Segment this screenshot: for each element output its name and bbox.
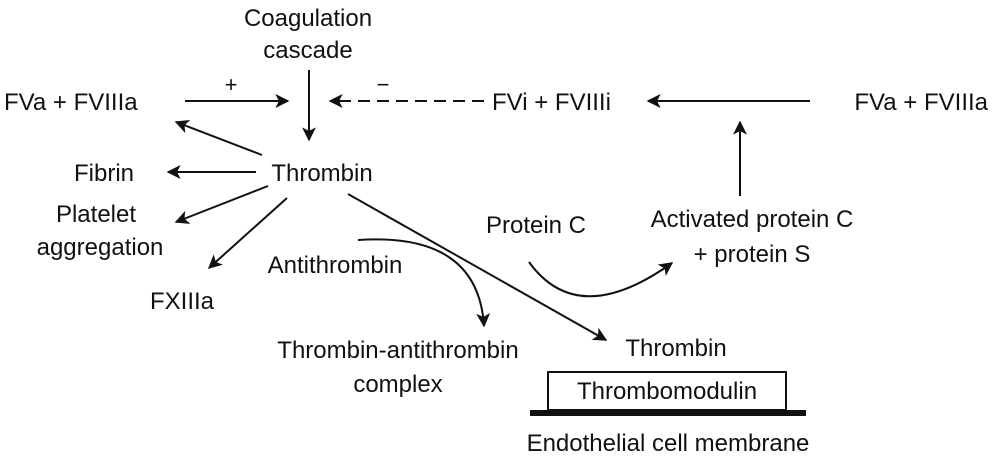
fvi-fviiii-label: FVi + FVIIIi (492, 89, 611, 116)
fxiiia-label: FXIIIa (150, 288, 215, 315)
thrombin-antithrombin-label-line1: Thrombin-antithrombin (277, 337, 518, 364)
activated-protein-c-label-line2: + protein S (694, 241, 811, 268)
fva-fviiia-left-label: FVa + FVIIIa (4, 89, 138, 116)
negative-sign: − (377, 72, 390, 97)
thrombin-to-fxiiia-arrow (207, 197, 288, 269)
activated-protein-c-label-line1: Activated protein C (651, 206, 854, 233)
thrombomodulin-label: Thrombomodulin (577, 378, 757, 405)
endothelial-membrane-bar (530, 410, 806, 416)
protein-c-activation-arrow (528, 261, 674, 298)
thrombin-bound-label: Thrombin (625, 335, 726, 362)
thrombin-to-platelet-arrow (174, 185, 269, 224)
endothelial-membrane-label: Endothelial cell membrane (527, 430, 810, 457)
coagulation-cascade-label-line2: cascade (263, 37, 352, 64)
thrombomodulin-box (547, 371, 787, 411)
coagulation-cascade-label-line1: Coagulation (244, 5, 372, 32)
antithrombin-label: Antithrombin (268, 252, 403, 279)
thrombin-to-fva-arrow (174, 119, 263, 156)
platelet-aggregation-label-line1: Platelet (56, 201, 136, 228)
platelet-aggregation-label-line2: aggregation (37, 234, 164, 261)
antithrombin-complex-arrow (357, 238, 491, 328)
fva-fviiia-right-label: FVa + FVIIIa (854, 89, 988, 116)
fibrin-label: Fibrin (74, 160, 134, 187)
protein-c-label: Protein C (486, 212, 586, 239)
thrombin-antithrombin-label-line2: complex (353, 371, 442, 398)
thrombin-to-thrombomodulin-arrow (347, 193, 608, 341)
thrombin-center-label: Thrombin (271, 160, 372, 187)
positive-sign: + (225, 72, 238, 97)
